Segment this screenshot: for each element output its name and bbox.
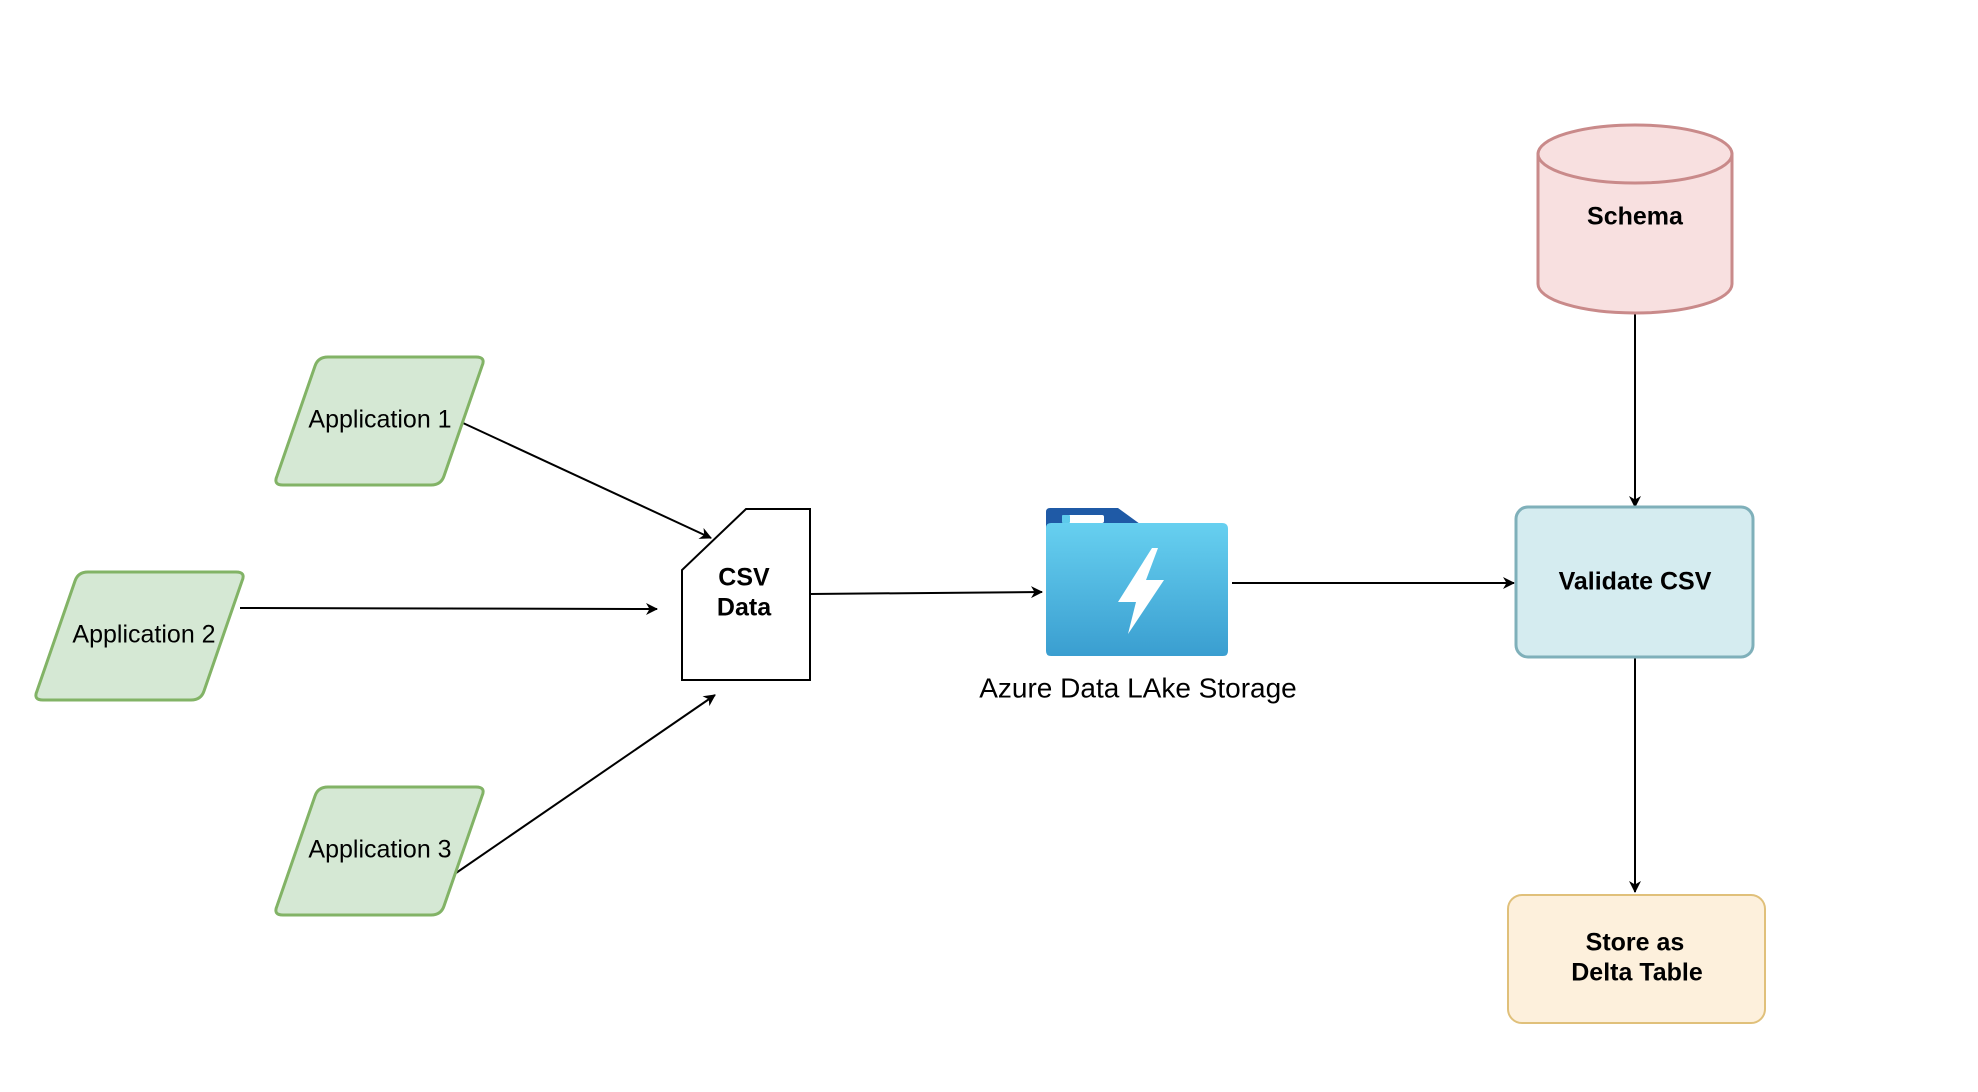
edge-app2-to-csv <box>239 602 658 615</box>
azure-data-lake-storage-label: Azure Data LAke Storage <box>979 672 1297 703</box>
schema-label: Schema <box>1587 203 1684 231</box>
validate-csv-label: Validate CSV <box>1559 568 1712 596</box>
azure-data-lake-storage-node[interactable]: Azure Data LAke Storage <box>979 508 1297 703</box>
application-1-node[interactable]: Application 1 <box>274 355 485 487</box>
application-3-shape <box>274 785 485 917</box>
schema-cylinder-top <box>1536 123 1734 185</box>
edge-csv-to-storage <box>809 586 1043 599</box>
application-2-shape <box>34 570 245 702</box>
store-label-line2: Delta Table <box>1571 959 1703 987</box>
application-2-label: Application 2 <box>72 621 215 649</box>
connectors <box>239 313 1641 893</box>
csv-label-line1: CSV <box>718 564 770 592</box>
validate-csv-box <box>1514 505 1755 659</box>
azure-data-lake-storage-icon <box>1046 508 1228 656</box>
edge-app3-to-csv <box>455 694 716 874</box>
folder-tab-label-bar <box>1062 515 1104 523</box>
lightning-bolt-icon <box>1118 548 1164 634</box>
application-3-label: Application 3 <box>308 836 451 864</box>
application-2-node[interactable]: Application 2 <box>34 570 245 702</box>
csv-card-shape <box>681 508 811 681</box>
schema-cylinder-body <box>1536 152 1734 315</box>
validate-csv-node[interactable]: Validate CSV <box>1514 505 1755 659</box>
folder-tab-label-accent <box>1062 515 1070 523</box>
store-delta-table-node[interactable]: Store as Delta Table <box>1507 894 1766 1024</box>
application-3-node[interactable]: Application 3 <box>274 785 485 917</box>
store-label-line1: Store as <box>1586 929 1685 957</box>
schema-node[interactable]: Schema <box>1536 123 1734 315</box>
application-1-shape <box>274 355 485 487</box>
store-delta-table-box <box>1507 894 1766 1024</box>
csv-data-node[interactable]: CSV Data <box>681 508 811 681</box>
edge-app1-to-csv <box>462 422 712 539</box>
csv-label-line2: Data <box>717 594 772 622</box>
application-1-label: Application 1 <box>308 406 451 434</box>
